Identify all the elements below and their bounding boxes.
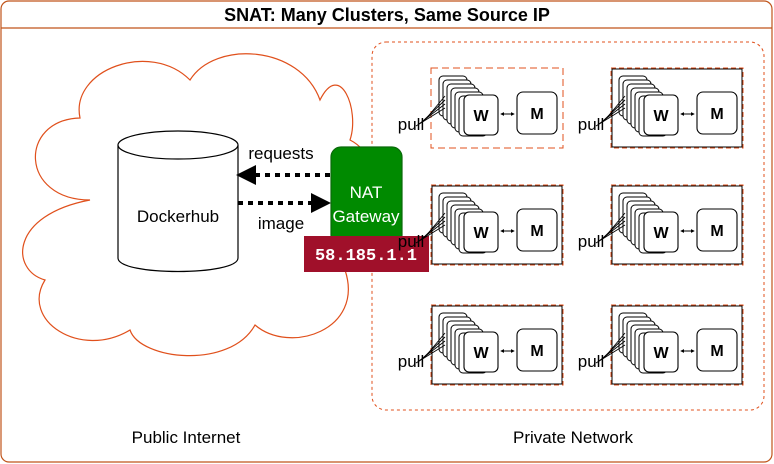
worker-node bbox=[643, 211, 679, 253]
pull-label: pull bbox=[398, 232, 424, 251]
worker-node bbox=[463, 211, 499, 253]
pull-arrow-line bbox=[415, 107, 446, 127]
pull-arrow-line bbox=[595, 224, 626, 244]
pull-label: pull bbox=[578, 352, 604, 371]
pull-label: pull bbox=[398, 352, 424, 371]
pull-arrow-line bbox=[418, 103, 446, 125]
cluster-box-inner bbox=[431, 185, 563, 265]
worker-node bbox=[463, 331, 499, 373]
master-label: M bbox=[710, 223, 723, 240]
worker-label: W bbox=[473, 345, 489, 362]
cluster-box-inner bbox=[611, 68, 743, 148]
master-node bbox=[516, 328, 558, 372]
worker-label: W bbox=[473, 108, 489, 125]
master-label: M bbox=[530, 106, 543, 123]
pull-arrow-line bbox=[598, 103, 626, 125]
private-network-label: Private Network bbox=[513, 428, 633, 447]
pull-arrow-line bbox=[595, 344, 626, 364]
worker-node bbox=[643, 331, 679, 373]
diagram-title: SNAT: Many Clusters, Same Source IP bbox=[224, 5, 550, 25]
master-node bbox=[516, 91, 558, 135]
pull-arrow-line bbox=[415, 344, 446, 364]
cluster-box-inner bbox=[611, 185, 743, 265]
cluster-box-inner bbox=[431, 305, 563, 385]
master-node bbox=[696, 328, 738, 372]
pull-arrow-line bbox=[598, 340, 626, 362]
worker-node bbox=[463, 94, 499, 136]
public-ip: 58.185.1.1 bbox=[315, 247, 417, 266]
worker-label: W bbox=[653, 345, 669, 362]
master-node bbox=[516, 208, 558, 252]
public-ip-badge bbox=[304, 236, 429, 272]
pull-arrow-line bbox=[415, 224, 446, 244]
image-label: image bbox=[258, 214, 304, 233]
nat-label-line2: Gateway bbox=[332, 207, 400, 226]
master-label: M bbox=[530, 343, 543, 360]
dockerhub-database bbox=[117, 130, 239, 273]
requests-label: requests bbox=[248, 144, 313, 163]
master-label: M bbox=[530, 223, 543, 240]
pull-label: pull bbox=[578, 232, 604, 251]
public-internet-label: Public Internet bbox=[132, 428, 241, 447]
dockerhub-label: Dockerhub bbox=[137, 207, 219, 226]
nat-label-line1: NAT bbox=[350, 183, 383, 202]
master-node bbox=[696, 91, 738, 135]
pull-arrow-line bbox=[418, 340, 446, 362]
pull-label: pull bbox=[398, 115, 424, 134]
master-label: M bbox=[710, 106, 723, 123]
worker-label: W bbox=[653, 108, 669, 125]
cluster-box-inner bbox=[611, 305, 743, 385]
worker-node bbox=[643, 94, 679, 136]
worker-label: W bbox=[473, 225, 489, 242]
master-node bbox=[696, 208, 738, 252]
pull-arrow-line bbox=[598, 220, 626, 242]
worker-label: W bbox=[653, 225, 669, 242]
pull-arrow-line bbox=[418, 220, 446, 242]
master-label: M bbox=[710, 343, 723, 360]
pull-label: pull bbox=[578, 115, 604, 134]
pull-arrow-line bbox=[595, 107, 626, 127]
